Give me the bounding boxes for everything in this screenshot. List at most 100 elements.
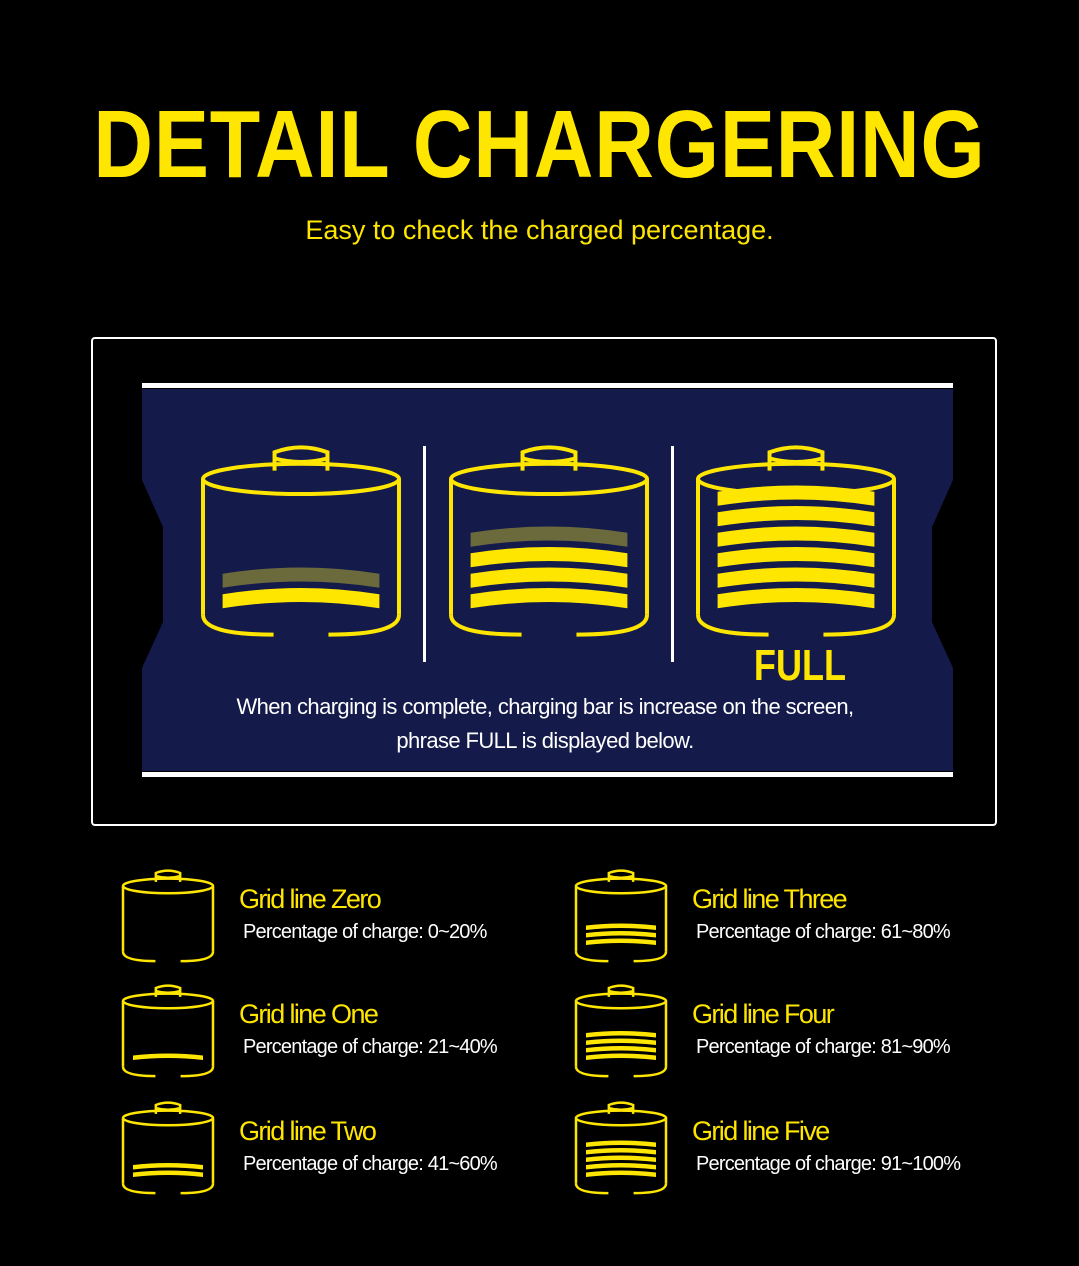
battery-icon <box>121 1101 215 1195</box>
battery-cap <box>608 989 634 994</box>
legend-range: Percentage of charge: 61~80% <box>696 921 951 943</box>
charge-bar <box>717 485 875 506</box>
panel-bottom-rule <box>142 772 953 777</box>
battery-cap <box>154 869 182 882</box>
battery-outline <box>121 1101 215 1195</box>
legend-name: Grid line Five <box>692 1116 830 1146</box>
battery-bottom <box>823 614 896 637</box>
battery-bottom <box>121 1183 156 1195</box>
charge-bar <box>133 1170 203 1178</box>
charge-bar <box>586 1031 656 1038</box>
display-caption: When charging is complete, charging bar … <box>150 690 940 758</box>
battery-icon <box>574 869 668 963</box>
battery-bottom <box>696 614 769 637</box>
legend-item-five: Grid line Five Percentage of charge: 91~… <box>572 1100 1042 1200</box>
page-title: DETAIL CHARGERING <box>93 91 986 198</box>
battery-bottom <box>576 614 649 637</box>
legend-item-four: Grid line Four Percentage of charge: 81~… <box>572 983 1042 1083</box>
battery-icon <box>121 869 215 963</box>
battery-bottom <box>201 614 274 637</box>
battery-cap <box>769 456 823 465</box>
battery-cap <box>607 1101 635 1114</box>
battery-bottom <box>574 951 609 963</box>
display-outer-frame <box>91 337 997 826</box>
battery-cap <box>767 445 825 471</box>
legend-range: Percentage of charge: 21~40% <box>243 1036 498 1058</box>
battery-cap <box>155 874 181 879</box>
battery-cap <box>154 984 182 997</box>
battery-cap <box>607 869 635 882</box>
charge-bar <box>470 547 628 568</box>
battery-top <box>121 992 215 1010</box>
battery-bottom <box>574 1183 609 1195</box>
legend-range: Percentage of charge: 81~90% <box>696 1036 951 1058</box>
legend-item-three: Grid line Three Percentage of charge: 61… <box>572 868 1042 968</box>
charge-bar <box>470 567 628 588</box>
battery-cap <box>608 1106 634 1111</box>
battery-bottom <box>180 951 215 963</box>
battery-cap <box>520 445 578 471</box>
battery-outline <box>574 984 668 1078</box>
legend-item-one: Grid line One Percentage of charge: 21~4… <box>119 983 589 1083</box>
charge-bar <box>717 526 875 547</box>
battery-outline <box>121 869 215 963</box>
charge-bar <box>717 567 875 588</box>
legend-range: Percentage of charge: 91~100% <box>696 1153 961 1175</box>
battery-cap <box>155 1106 181 1111</box>
charge-bar <box>586 1140 656 1148</box>
battery-bottom <box>121 951 156 963</box>
battery-cap <box>522 456 576 465</box>
battery-bottom <box>633 1183 668 1195</box>
charge-bar <box>717 547 875 568</box>
legend-item-zero: Grid line Zero Percentage of charge: 0~2… <box>119 868 589 968</box>
charging-battery-icon <box>696 445 896 637</box>
charge-bar <box>586 1155 656 1163</box>
charge-bar <box>586 1053 656 1061</box>
battery-outline <box>574 869 668 963</box>
battery-outline <box>121 984 215 1078</box>
battery-top <box>121 1109 215 1127</box>
charge-bar <box>586 1038 656 1046</box>
battery-top <box>574 992 668 1010</box>
legend-name: Grid line Two <box>239 1116 377 1146</box>
charge-bar <box>133 1163 203 1170</box>
panel-top-rule <box>142 383 953 388</box>
battery-cap <box>607 984 635 997</box>
legend-name: Grid line Four <box>692 999 835 1029</box>
battery-separator <box>423 446 426 662</box>
battery-cap <box>608 874 634 879</box>
battery-top <box>121 877 215 895</box>
charge-bar <box>586 1148 656 1155</box>
battery-bottom <box>633 951 668 963</box>
battery-outline <box>574 1101 668 1195</box>
charge-bar <box>717 588 875 609</box>
charging-battery-icon <box>449 445 649 637</box>
charge-bar <box>586 938 656 946</box>
charge-bar-dim <box>470 526 628 547</box>
caption-line: When charging is complete, charging bar … <box>236 694 854 719</box>
battery-icon <box>574 984 668 1078</box>
full-label: FULL <box>753 641 847 690</box>
legend-name: Grid line Zero <box>239 884 382 914</box>
battery-top <box>574 877 668 895</box>
battery-cap <box>155 989 181 994</box>
battery-top <box>574 1109 668 1127</box>
charge-bar <box>586 1046 656 1053</box>
charge-bar <box>586 931 656 938</box>
charge-bar <box>222 588 380 609</box>
battery-bottom <box>180 1066 215 1078</box>
charge-bar-dim <box>222 567 380 588</box>
charging-battery-icon <box>201 445 401 637</box>
charge-bar <box>470 588 628 609</box>
battery-icon <box>574 1101 668 1195</box>
battery-bottom <box>633 1066 668 1078</box>
legend-range: Percentage of charge: 41~60% <box>243 1153 498 1175</box>
charge-bar <box>586 1163 656 1170</box>
battery-cap <box>274 456 328 465</box>
battery-bottom <box>121 1066 156 1078</box>
charge-bar <box>717 506 875 527</box>
battery-bottom <box>328 614 401 637</box>
legend-item-two: Grid line Two Percentage of charge: 41~6… <box>119 1100 589 1200</box>
caption-line: phrase FULL is displayed below. <box>396 728 694 753</box>
